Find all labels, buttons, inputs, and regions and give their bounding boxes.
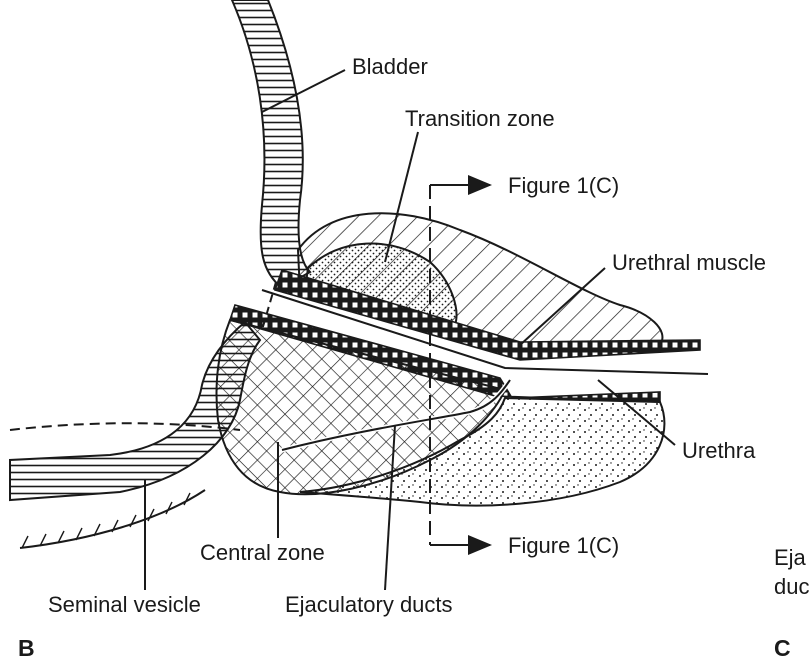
bladder-wall [232, 0, 310, 288]
label-transition-zone: Transition zone [405, 106, 555, 131]
label-seminal-vesicle: Seminal vesicle [48, 592, 201, 617]
label-figure-ref-top: Figure 1(C) [508, 173, 619, 198]
label-figure-ref-bottom: Figure 1(C) [508, 533, 619, 558]
label-ejaculatory-ducts: Ejaculatory ducts [285, 592, 453, 617]
panel-label-c: C [774, 635, 791, 661]
label-cutoff-line1: Eja [774, 545, 807, 570]
panel-label-b: B [18, 635, 35, 661]
label-cutoff-line2: duc [774, 574, 809, 599]
label-urethral-muscle: Urethral muscle [612, 250, 766, 275]
seminal-vesicle-ticks [22, 493, 190, 548]
seminal-vesicle-edge [20, 490, 205, 548]
label-central-zone: Central zone [200, 540, 325, 565]
label-bladder: Bladder [352, 54, 428, 79]
label-urethra: Urethra [682, 438, 756, 463]
